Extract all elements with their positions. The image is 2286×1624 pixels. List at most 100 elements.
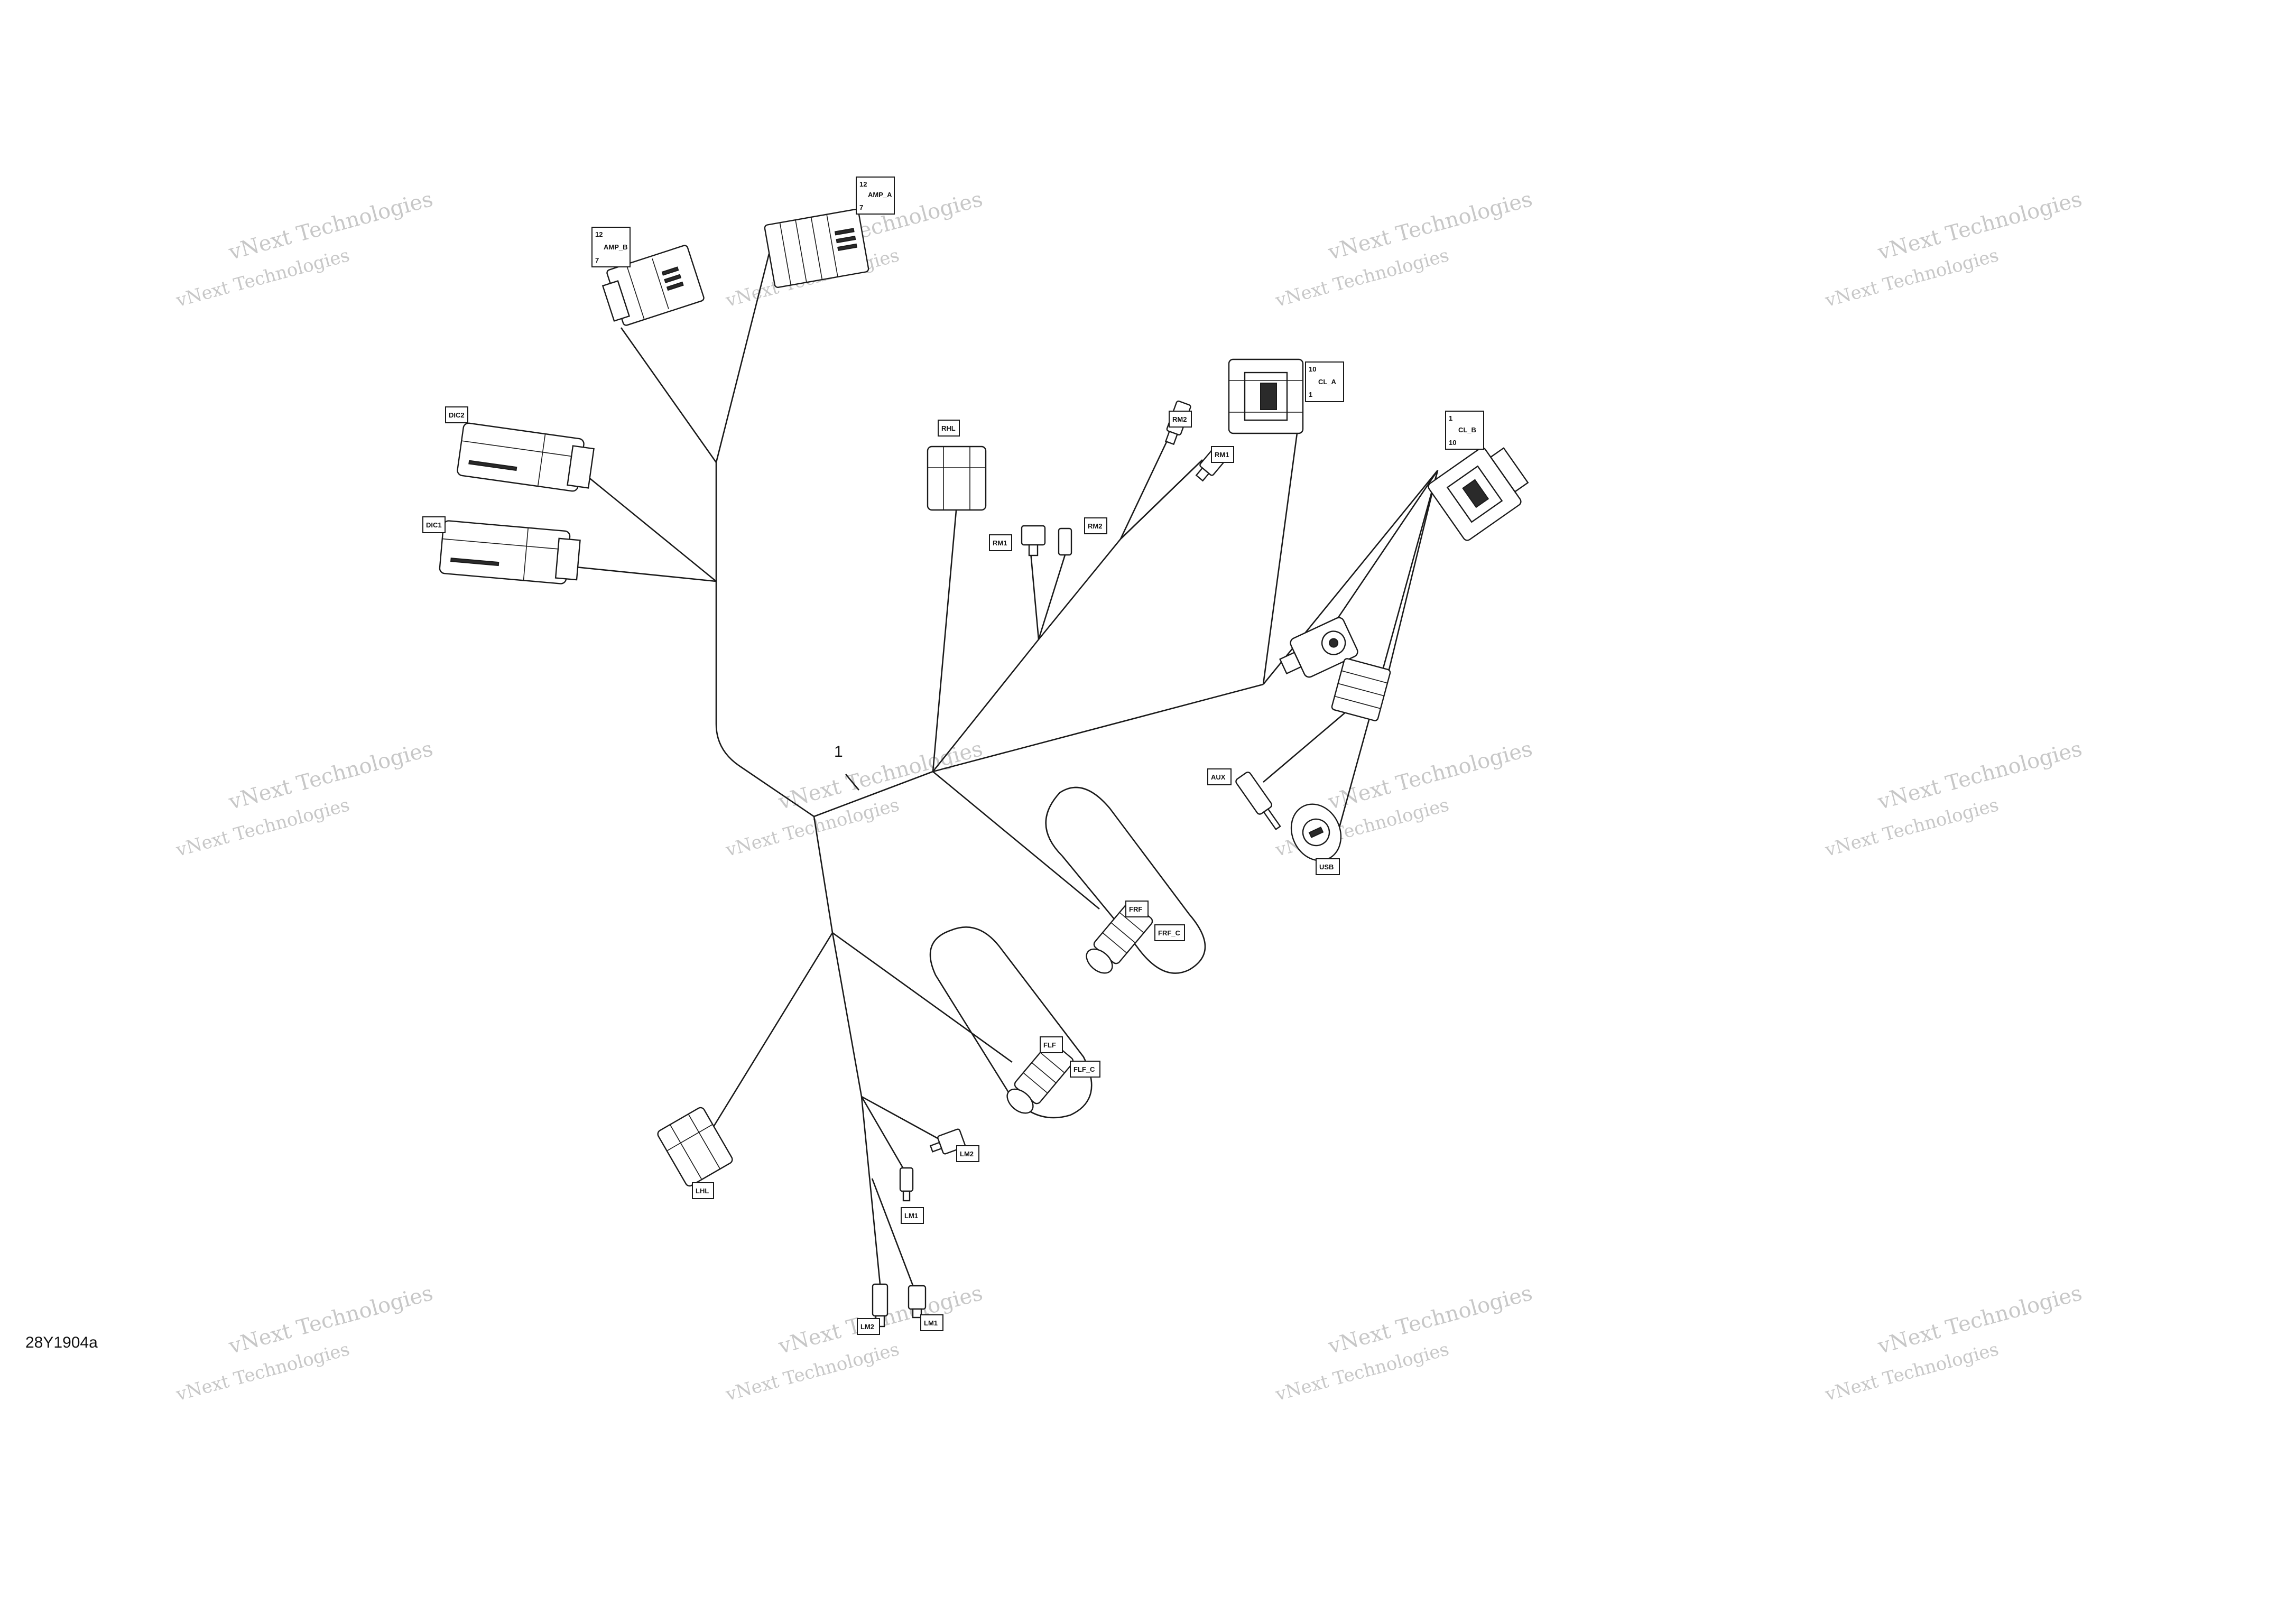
flf-label: FLF — [1040, 1036, 1063, 1053]
svg-text:RM2: RM2 — [1088, 522, 1102, 530]
dic1-label: DIC1 — [422, 516, 446, 533]
svg-text:10: 10 — [1309, 365, 1316, 373]
branch-wire-lm1-lower — [871, 1178, 915, 1290]
trunk-wire — [813, 771, 933, 818]
rhl-connector-body — [927, 446, 987, 511]
svg-text:USB: USB — [1319, 863, 1334, 871]
rm2-mid-label: RM2 — [1084, 517, 1107, 534]
rhl-label: RHL — [938, 420, 960, 437]
branch-wire-lm2-upper — [861, 1096, 944, 1143]
svg-text:FLF: FLF — [1043, 1041, 1056, 1049]
dic2-label: DIC2 — [445, 406, 468, 423]
branch-wire-rm2-mid — [1038, 554, 1066, 640]
amp-a-connector-body — [764, 209, 869, 288]
svg-text:CL_B: CL_B — [1458, 426, 1476, 434]
svg-text:FLF_C: FLF_C — [1073, 1065, 1095, 1073]
cl-b-label: 1 CL_B 10 — [1445, 411, 1484, 450]
svg-text:1: 1 — [1309, 391, 1312, 398]
svg-text:FRF: FRF — [1129, 905, 1142, 913]
amp-a-label: 12 AMP_A 7 — [856, 177, 895, 215]
lm2-lower-label: LM2 — [857, 1318, 880, 1335]
rm2-mid-terminal-body — [1058, 527, 1072, 556]
branch-wire-cl-a — [1262, 409, 1301, 685]
dic2-connector-body — [457, 422, 595, 492]
svg-text:DIC2: DIC2 — [449, 411, 465, 419]
svg-text:RM2: RM2 — [1172, 415, 1187, 423]
frf-loop — [1045, 786, 1206, 974]
rm1-mid-label: RM1 — [989, 534, 1012, 551]
usb-label: USB — [1316, 858, 1340, 875]
trunk-wire — [932, 683, 1264, 773]
svg-text:LM1: LM1 — [924, 1319, 938, 1327]
branch-wire-dic1 — [560, 564, 717, 582]
branch-wire-rhl — [932, 504, 958, 772]
cl-a-connector-body — [1228, 358, 1304, 434]
svg-text:7: 7 — [595, 256, 599, 264]
cable-junction-body — [1331, 658, 1391, 721]
branch-wire-flf — [832, 932, 1013, 1063]
svg-text:RM1: RM1 — [1215, 451, 1229, 459]
flf-c-label: FLF_C — [1070, 1061, 1100, 1078]
svg-text:LM1: LM1 — [904, 1212, 918, 1220]
lm1-upper-label: LM1 — [901, 1207, 924, 1224]
branch-wire-usb — [1336, 470, 1439, 836]
callout-leader — [845, 774, 859, 791]
branch-wire-rm2-upper — [1119, 438, 1169, 540]
branch-wire-lhl — [710, 932, 834, 1131]
connector-bodies — [439, 209, 1529, 1328]
branch-wire-dic2 — [573, 464, 717, 582]
branch-wire-frf — [932, 771, 1100, 910]
svg-text:RHL: RHL — [941, 424, 956, 432]
svg-text:LHL: LHL — [696, 1187, 709, 1195]
svg-text:10: 10 — [1449, 439, 1456, 447]
svg-text:RM1: RM1 — [993, 539, 1007, 547]
lhl-connector-body — [657, 1107, 733, 1187]
cable-junction-body — [1279, 617, 1358, 678]
svg-text:12: 12 — [859, 180, 867, 188]
amp-b-label: 12 AMP_B 7 — [591, 227, 631, 267]
trunk-wire — [813, 816, 834, 933]
flf-connector-body — [1006, 1041, 1074, 1114]
svg-text:FRF_C: FRF_C — [1158, 929, 1181, 937]
cl-a-label: 10 CL_A 1 — [1305, 361, 1344, 402]
rm1-mid-terminal-body — [1021, 525, 1046, 556]
connector-labels: 12 AMP_A 7 12 AMP_B 7 DIC2 DIC1 RHL — [422, 177, 1484, 1335]
svg-text:7: 7 — [859, 203, 863, 211]
flf-loop — [929, 926, 1093, 1119]
trunk-wire — [715, 462, 815, 818]
svg-text:LM2: LM2 — [960, 1150, 974, 1158]
lm1-upper-terminal-body — [899, 1167, 914, 1202]
frf-label: FRF — [1125, 901, 1149, 917]
rm1-upper-label: RM1 — [1211, 446, 1234, 463]
branch-wire-rm1-mid — [1030, 552, 1040, 640]
drawing-reference: 28Y1904a — [25, 1334, 98, 1351]
svg-text:CL_A: CL_A — [1318, 378, 1337, 386]
lhl-label: LHL — [692, 1182, 714, 1199]
rm2-upper-label: RM2 — [1169, 411, 1192, 428]
svg-text:LM2: LM2 — [860, 1323, 874, 1331]
aux-jack-body — [1235, 772, 1281, 830]
branch-wire-lm1-upper — [860, 1096, 910, 1179]
svg-text:AMP_B: AMP_B — [604, 243, 628, 251]
branch-wire-amp-a — [715, 253, 770, 463]
svg-text:AMP_A: AMP_A — [868, 191, 892, 199]
branch-wire-cl-b — [1384, 470, 1439, 688]
trunk-wire — [831, 932, 881, 1285]
part-callout-number: 1 — [834, 743, 843, 760]
svg-text:AUX: AUX — [1211, 773, 1226, 781]
svg-text:12: 12 — [595, 230, 603, 238]
frf-c-label: FRF_C — [1154, 924, 1185, 941]
cl-b-connector-body — [1428, 447, 1529, 541]
aux-label: AUX — [1207, 768, 1232, 785]
lm1-lower-label: LM1 — [920, 1314, 943, 1331]
